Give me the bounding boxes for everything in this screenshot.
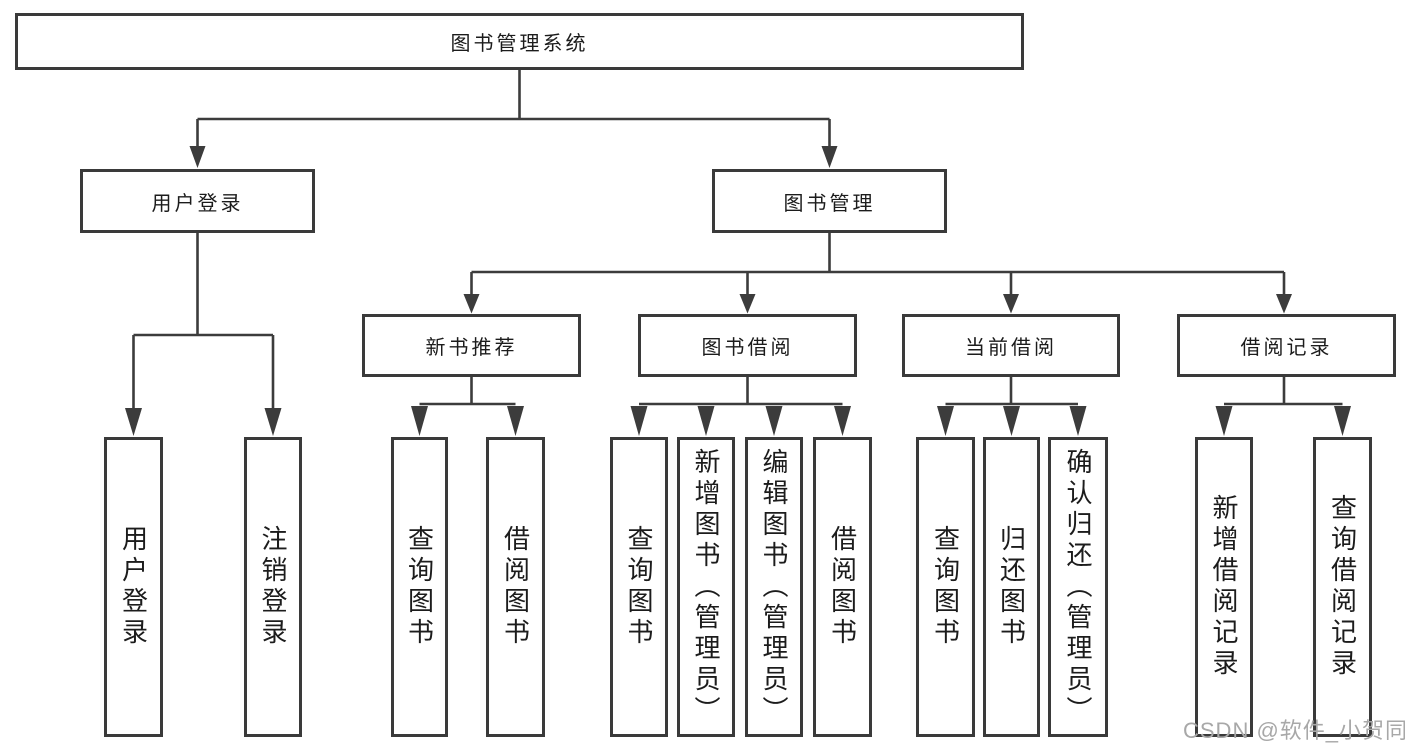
node-current-borrow: 当前借阅 [902,314,1120,377]
leaf-confirm-return-admin: 确认归还（管理员） [1048,437,1108,737]
node-new-book-recommend: 新书推荐 [362,314,581,377]
leaf-return-book: 归还图书 [983,437,1040,737]
leaf-user-login: 用户登录 [104,437,163,737]
leaf-borrow-books: 借阅图书 [813,437,872,737]
leaf-logout: 注销登录 [244,437,302,737]
leaf-borrow-books-recommend: 借阅图书 [486,437,545,737]
node-book-management: 图书管理 [712,169,947,233]
leaf-add-borrow-record: 新增借阅记录 [1195,437,1253,737]
watermark-text: CSDN @软件_小贺同学 [1183,718,1405,743]
leaf-add-book-admin: 新增图书（管理员） [677,437,735,737]
node-book-borrow: 图书借阅 [638,314,857,377]
node-root: 图书管理系统 [15,13,1024,70]
leaf-query-books-borrow: 查询图书 [610,437,668,737]
leaf-query-books-current: 查询图书 [916,437,975,737]
leaf-edit-book-admin: 编辑图书（管理员） [745,437,803,737]
leaf-query-borrow-record: 查询借阅记录 [1313,437,1372,737]
node-borrow-records: 借阅记录 [1177,314,1396,377]
node-user-login: 用户登录 [80,169,315,233]
leaf-query-books-recommend: 查询图书 [391,437,448,737]
